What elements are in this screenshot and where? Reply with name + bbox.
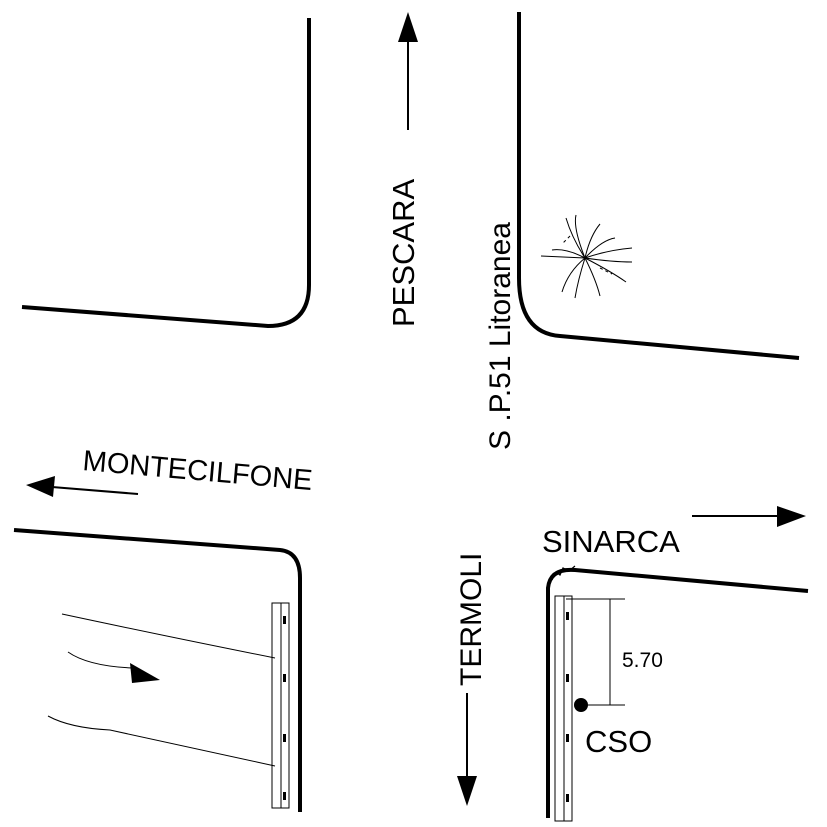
kerb-corner-detail [551, 565, 576, 581]
pescara-label: PESCARA [386, 179, 421, 327]
arrow-east-sinarca [692, 506, 806, 527]
kerb-top-right [517, 12, 800, 360]
termoli-label: TERMOLI [455, 553, 488, 686]
cso-marker [574, 698, 588, 712]
barrier-left [271, 602, 290, 809]
arrow-west-montecilfone [26, 476, 139, 497]
montecilfone-label: MONTECILFONE [81, 445, 313, 497]
kerb-bottom-right [546, 567, 809, 818]
dimension-label: 5.70 [622, 649, 663, 672]
tree-icon [540, 214, 633, 299]
dimension-line [566, 598, 625, 706]
cso-label: CSO [585, 724, 652, 759]
contour-line-lower [47, 715, 276, 767]
contour-line-upper [61, 613, 276, 659]
road-name-label: S .P.51 Litoranea [484, 222, 517, 450]
kerb-bottom-left [13, 528, 302, 812]
arrow-south-termoli [457, 693, 477, 806]
flow-arrow-icon [67, 651, 160, 683]
barrier-right [554, 595, 573, 822]
arrow-north-pescara [398, 12, 418, 130]
kerb-top-left [21, 18, 311, 329]
sinarca-label: SINARCA [542, 524, 680, 559]
